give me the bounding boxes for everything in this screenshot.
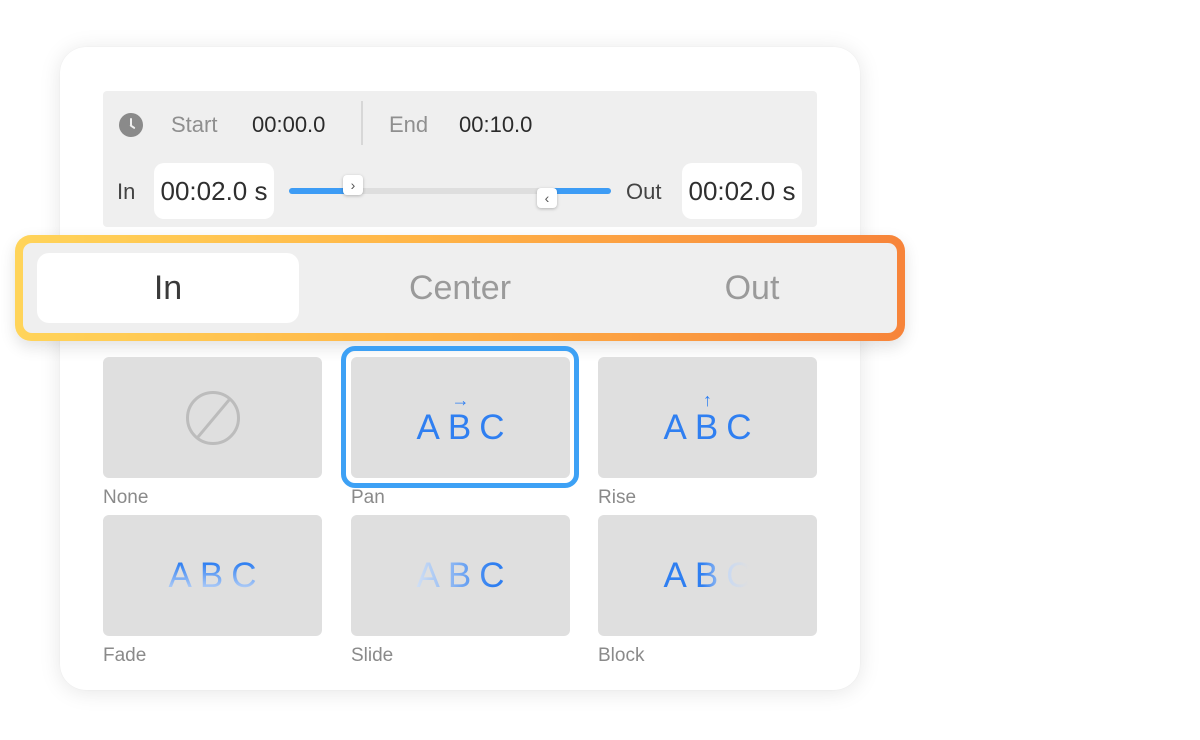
effect-label-none: None (103, 487, 149, 508)
effect-card-slide[interactable]: ABC (351, 515, 570, 636)
effect-card-fade[interactable]: ABC (103, 515, 322, 636)
in-handle[interactable]: › (343, 175, 363, 195)
in-duration-field[interactable]: 00:02.0 s (154, 163, 274, 219)
start-value[interactable]: 00:00.0 (252, 112, 326, 137)
effect-preview-pan: ABC (416, 407, 513, 447)
effect-label-fade: Fade (103, 645, 147, 666)
effect-card-pan[interactable]: → ABC (351, 357, 570, 478)
end-value[interactable]: 00:10.0 (459, 112, 533, 137)
clock-icon (119, 113, 143, 137)
start-label: Start (171, 112, 218, 137)
in-duration-label: In (117, 179, 136, 204)
tab-out[interactable]: Out (724, 268, 780, 307)
effect-preview-slide: ABC (409, 558, 513, 593)
effect-label-block: Block (598, 645, 645, 666)
tab-in[interactable]: In (37, 253, 299, 323)
effect-label-rise: Rise (598, 487, 637, 508)
effect-card-block[interactable]: ABC (598, 515, 817, 636)
out-duration-field[interactable]: 00:02.0 s (682, 163, 802, 219)
effect-card-none[interactable] (103, 357, 322, 478)
in-range-fill (289, 188, 353, 194)
animation-phase-tabs: In Center Out (15, 235, 905, 341)
out-handle[interactable]: ‹ (537, 188, 557, 208)
effect-card-rise[interactable]: ↑ ABC (598, 357, 817, 478)
effect-preview-block: ABC (656, 558, 760, 593)
arrow-right-icon: → (451, 389, 470, 410)
effect-preview-fade: ABC (161, 558, 265, 593)
out-duration-label: Out (626, 179, 662, 204)
tab-bar: In Center Out (23, 243, 897, 333)
effect-preview-rise: ABC (663, 407, 760, 447)
timing-divider (361, 101, 363, 145)
none-icon (185, 390, 240, 445)
tab-center[interactable]: Center (408, 268, 512, 307)
end-label: End (389, 112, 429, 137)
duration-slider-track[interactable] (289, 188, 611, 194)
selected-effect-ring (341, 346, 579, 488)
effect-label-pan: Pan (351, 487, 385, 508)
effect-label-slide: Slide (351, 645, 394, 666)
arrow-up-icon: ↑ (703, 389, 712, 410)
out-range-fill (547, 188, 611, 194)
